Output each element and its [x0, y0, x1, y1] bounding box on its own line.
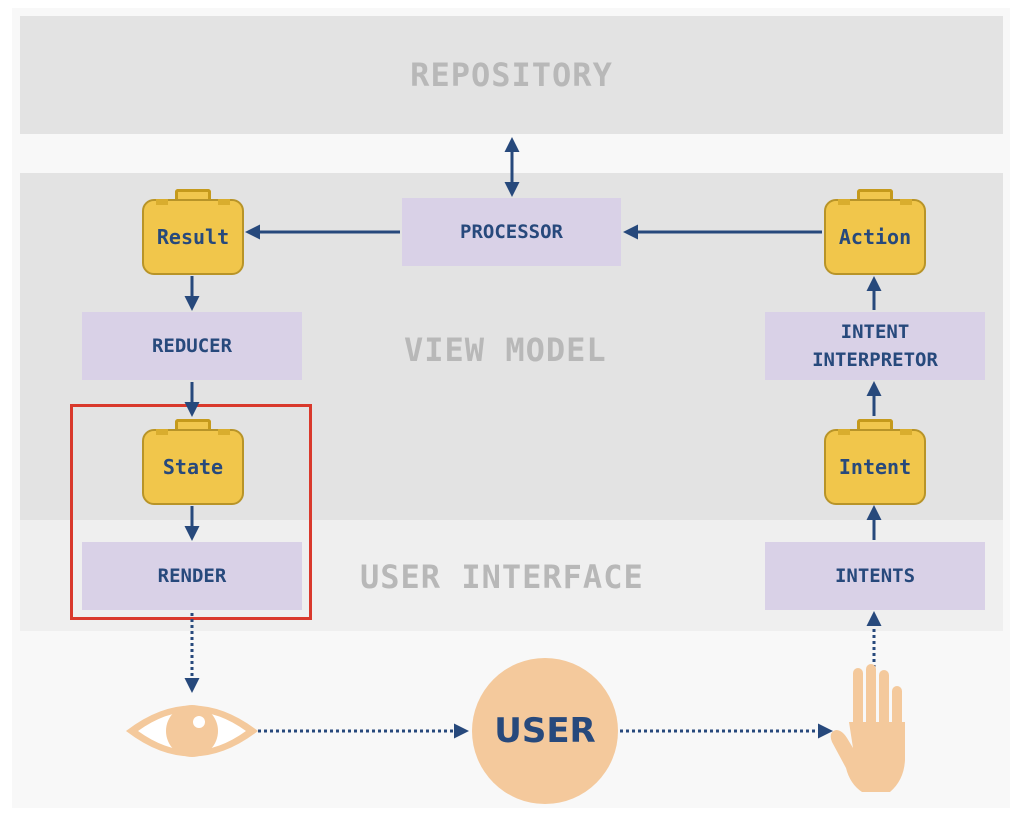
- bag-tab: [156, 429, 168, 435]
- render-label: RENDER: [157, 565, 227, 587]
- reducer-box: REDUCER: [82, 312, 302, 380]
- result-label: Result: [156, 225, 230, 249]
- user-node: USER: [472, 658, 618, 804]
- reducer-label: REDUCER: [151, 335, 233, 357]
- intent-interpretor-label-line1: INTENT: [840, 321, 910, 343]
- intents-box: INTENTS: [765, 542, 985, 610]
- bag-tab: [838, 199, 850, 205]
- bag-body: [142, 199, 244, 275]
- intents-label: INTENTS: [834, 565, 916, 587]
- user-label: USER: [494, 711, 596, 751]
- repository-band: REPOSITORY: [20, 16, 1003, 134]
- bag-body: [824, 429, 926, 505]
- bag-tab: [900, 429, 912, 435]
- bag-tab: [900, 199, 912, 205]
- view-model-label: VIEW MODEL: [404, 331, 607, 369]
- bag-tab: [838, 429, 850, 435]
- result-bag: Result: [142, 187, 244, 275]
- intent-label: Intent: [838, 455, 912, 479]
- render-box: RENDER: [82, 542, 302, 610]
- action-label: Action: [838, 225, 912, 249]
- user-interface-label: USER INTERFACE: [360, 558, 644, 596]
- state-bag: State: [142, 417, 244, 505]
- processor-label: PROCESSOR: [460, 221, 563, 243]
- bag-tab: [218, 429, 230, 435]
- bag-body: [824, 199, 926, 275]
- intent-bag: Intent: [824, 417, 926, 505]
- intent-interpretor-box: INTENT INTERPRETOR: [765, 312, 985, 380]
- repository-label: REPOSITORY: [410, 56, 613, 94]
- state-label: State: [162, 455, 224, 479]
- highlight-frame: [70, 404, 312, 620]
- bag-tab: [218, 199, 230, 205]
- intent-interpretor-label-line2: INTERPRETOR: [812, 349, 938, 371]
- action-bag: Action: [824, 187, 926, 275]
- bag-body: [142, 429, 244, 505]
- bag-tab: [156, 199, 168, 205]
- processor-box: PROCESSOR: [402, 198, 621, 266]
